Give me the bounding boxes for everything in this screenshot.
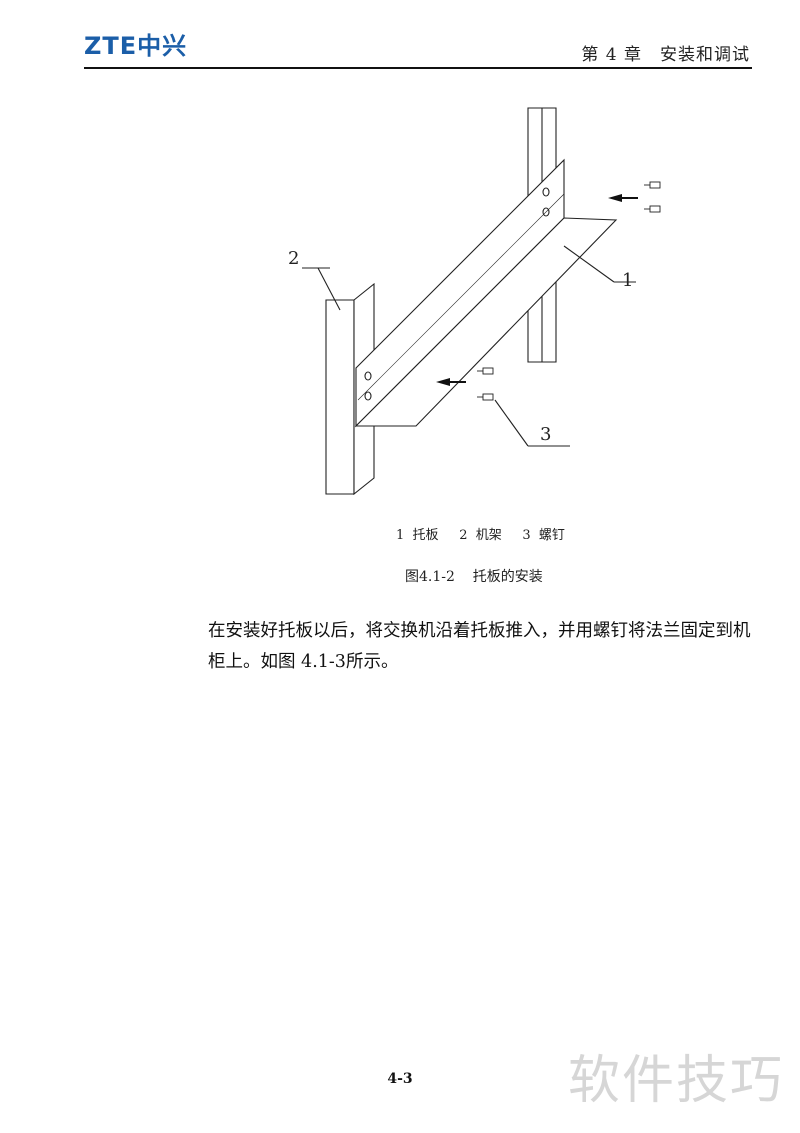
page-header: ZTE中兴 第 4 章 安装和调试 xyxy=(84,30,750,68)
callout-3: 3 xyxy=(540,424,551,445)
screw xyxy=(477,181,661,401)
tray-installation-diagram: 1 2 3 xyxy=(288,107,661,496)
callout-2: 2 xyxy=(288,248,299,269)
header-rule xyxy=(84,67,752,69)
body-paragraph: 在安装好托板以后，将交换机沿着托板推入，并用螺钉将法兰固定到机柜上。如图 4.1… xyxy=(208,621,751,672)
zte-logo: ZTE中兴 xyxy=(84,32,188,60)
watermark: 软件技巧 xyxy=(568,1051,785,1111)
chapter-title: 第 4 章 安装和调试 xyxy=(581,45,750,65)
page-number: 4-3 xyxy=(387,1071,413,1087)
callout-1: 1 xyxy=(622,270,633,291)
figure-legend: 1 托板 2 机架 3 螺钉 xyxy=(396,528,565,543)
tray-plate xyxy=(354,217,618,427)
figure-caption: 图4.1-2 托板的安装 xyxy=(405,569,543,585)
